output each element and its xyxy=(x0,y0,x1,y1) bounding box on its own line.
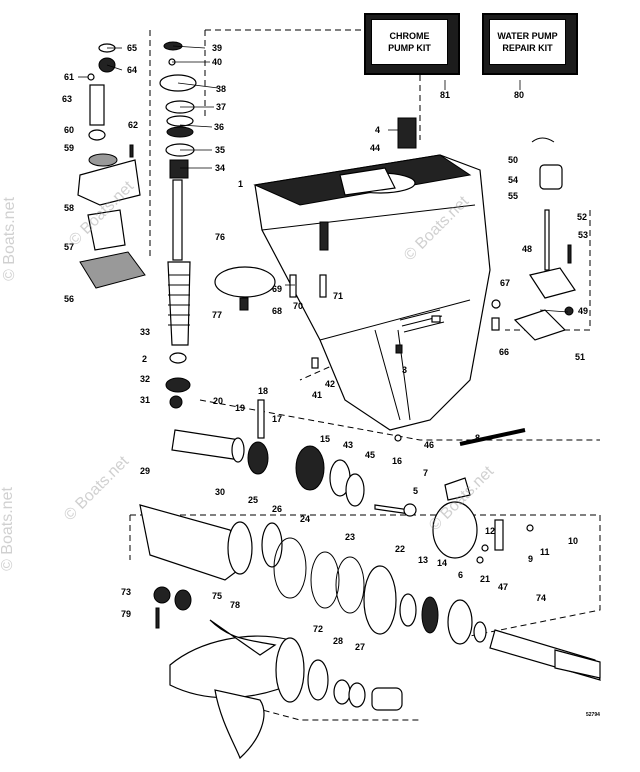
callout-42: 42 xyxy=(325,379,335,389)
callout-labels: 65 39 40 61 64 38 63 37 36 62 60 35 59 3… xyxy=(62,43,588,652)
callout-37: 37 xyxy=(216,102,226,112)
watermark: © Boats.net xyxy=(0,197,18,281)
callout-13: 13 xyxy=(418,555,428,565)
callout-11: 11 xyxy=(540,547,550,557)
callout-46: 46 xyxy=(424,440,434,450)
callout-24: 24 xyxy=(300,514,310,524)
callout-71: 71 xyxy=(333,291,343,301)
kit-number-water: 80 xyxy=(514,90,525,100)
callout-75: 75 xyxy=(212,591,222,601)
callout-65: 65 xyxy=(127,43,137,53)
callout-29: 29 xyxy=(140,466,150,476)
driveshaft-assembly xyxy=(159,41,197,409)
chrome-pump-kit-label: CHROME PUMP KIT xyxy=(371,19,448,65)
callout-1: 1 xyxy=(238,179,243,189)
callout-66: 66 xyxy=(499,347,509,357)
callout-72: 72 xyxy=(313,624,323,634)
callout-57: 57 xyxy=(64,242,74,252)
callout-61: 61 xyxy=(64,72,74,82)
callout-17: 17 xyxy=(272,414,282,424)
callout-6: 6 xyxy=(458,570,463,580)
callout-19: 19 xyxy=(235,403,245,413)
callout-77: 77 xyxy=(212,310,222,320)
callout-4: 4 xyxy=(375,125,380,135)
water-pump-repair-kit-label: WATER PUMP REPAIR KIT xyxy=(489,19,566,65)
leader-lines xyxy=(78,45,569,313)
callout-38: 38 xyxy=(216,84,226,94)
callout-28: 28 xyxy=(333,636,343,646)
callout-34: 34 xyxy=(215,163,225,173)
callout-69: 69 xyxy=(272,284,282,294)
callout-33: 33 xyxy=(140,327,150,337)
callout-73: 73 xyxy=(121,587,131,597)
callout-54: 54 xyxy=(508,175,518,185)
propeller-assembly xyxy=(153,586,403,760)
callout-44: 44 xyxy=(370,143,380,153)
callout-59: 59 xyxy=(64,143,74,153)
callout-26: 26 xyxy=(272,504,282,514)
watermark: © Boats.net xyxy=(0,487,16,571)
water-pump-repair-kit-box: WATER PUMP REPAIR KIT xyxy=(482,13,578,75)
callout-2: 2 xyxy=(142,354,147,364)
callout-55: 55 xyxy=(508,191,518,201)
callout-67: 67 xyxy=(500,278,510,288)
callout-47: 47 xyxy=(498,582,508,592)
callout-32: 32 xyxy=(140,374,150,384)
upper-parts xyxy=(214,117,441,442)
callout-15: 15 xyxy=(320,434,330,444)
callout-27: 27 xyxy=(355,642,365,652)
callout-52: 52 xyxy=(577,212,587,222)
callout-53: 53 xyxy=(578,230,588,240)
callout-41: 41 xyxy=(312,390,322,400)
shift-components xyxy=(491,137,576,341)
callout-14: 14 xyxy=(437,558,447,568)
callout-60: 60 xyxy=(64,125,74,135)
kit-number-chrome: 81 xyxy=(440,90,451,100)
water-pump-assembly xyxy=(77,43,146,289)
callout-50: 50 xyxy=(508,155,518,165)
callout-21: 21 xyxy=(480,574,490,584)
callout-31: 31 xyxy=(140,395,150,405)
callout-5: 5 xyxy=(413,486,418,496)
callout-22: 22 xyxy=(395,544,405,554)
callout-18: 18 xyxy=(258,386,268,396)
callout-7: 7 xyxy=(423,468,428,478)
callout-62: 62 xyxy=(128,120,138,130)
callout-58: 58 xyxy=(64,203,74,213)
callout-8: 8 xyxy=(475,433,480,443)
callout-68: 68 xyxy=(272,306,282,316)
callout-9: 9 xyxy=(528,554,533,564)
callout-51: 51 xyxy=(575,352,585,362)
callout-43: 43 xyxy=(343,440,353,450)
callout-78: 78 xyxy=(230,600,240,610)
callout-48: 48 xyxy=(522,244,532,254)
callout-3: 3 xyxy=(402,365,407,375)
callout-35: 35 xyxy=(215,145,225,155)
callout-79: 79 xyxy=(121,609,131,619)
drawing-number: 52794 xyxy=(586,712,600,718)
callout-12: 12 xyxy=(485,526,495,536)
callout-20: 20 xyxy=(213,396,223,406)
callout-25: 25 xyxy=(248,495,258,505)
chrome-pump-kit-box: CHROME PUMP KIT xyxy=(364,13,460,75)
callout-39: 39 xyxy=(212,43,222,53)
callout-76: 76 xyxy=(215,232,225,242)
callout-74: 74 xyxy=(536,593,546,603)
callout-36: 36 xyxy=(214,122,224,132)
callout-16: 16 xyxy=(392,456,402,466)
callout-70: 70 xyxy=(293,301,303,311)
callout-40: 40 xyxy=(212,57,222,67)
callout-49: 49 xyxy=(578,306,588,316)
callout-23: 23 xyxy=(345,532,355,542)
callout-45: 45 xyxy=(365,450,375,460)
lower-unit-parts xyxy=(139,399,601,681)
callout-56: 56 xyxy=(64,294,74,304)
callout-63: 63 xyxy=(62,94,72,104)
callout-10: 10 xyxy=(568,536,578,546)
callout-30: 30 xyxy=(215,487,225,497)
callout-64: 64 xyxy=(127,65,137,75)
